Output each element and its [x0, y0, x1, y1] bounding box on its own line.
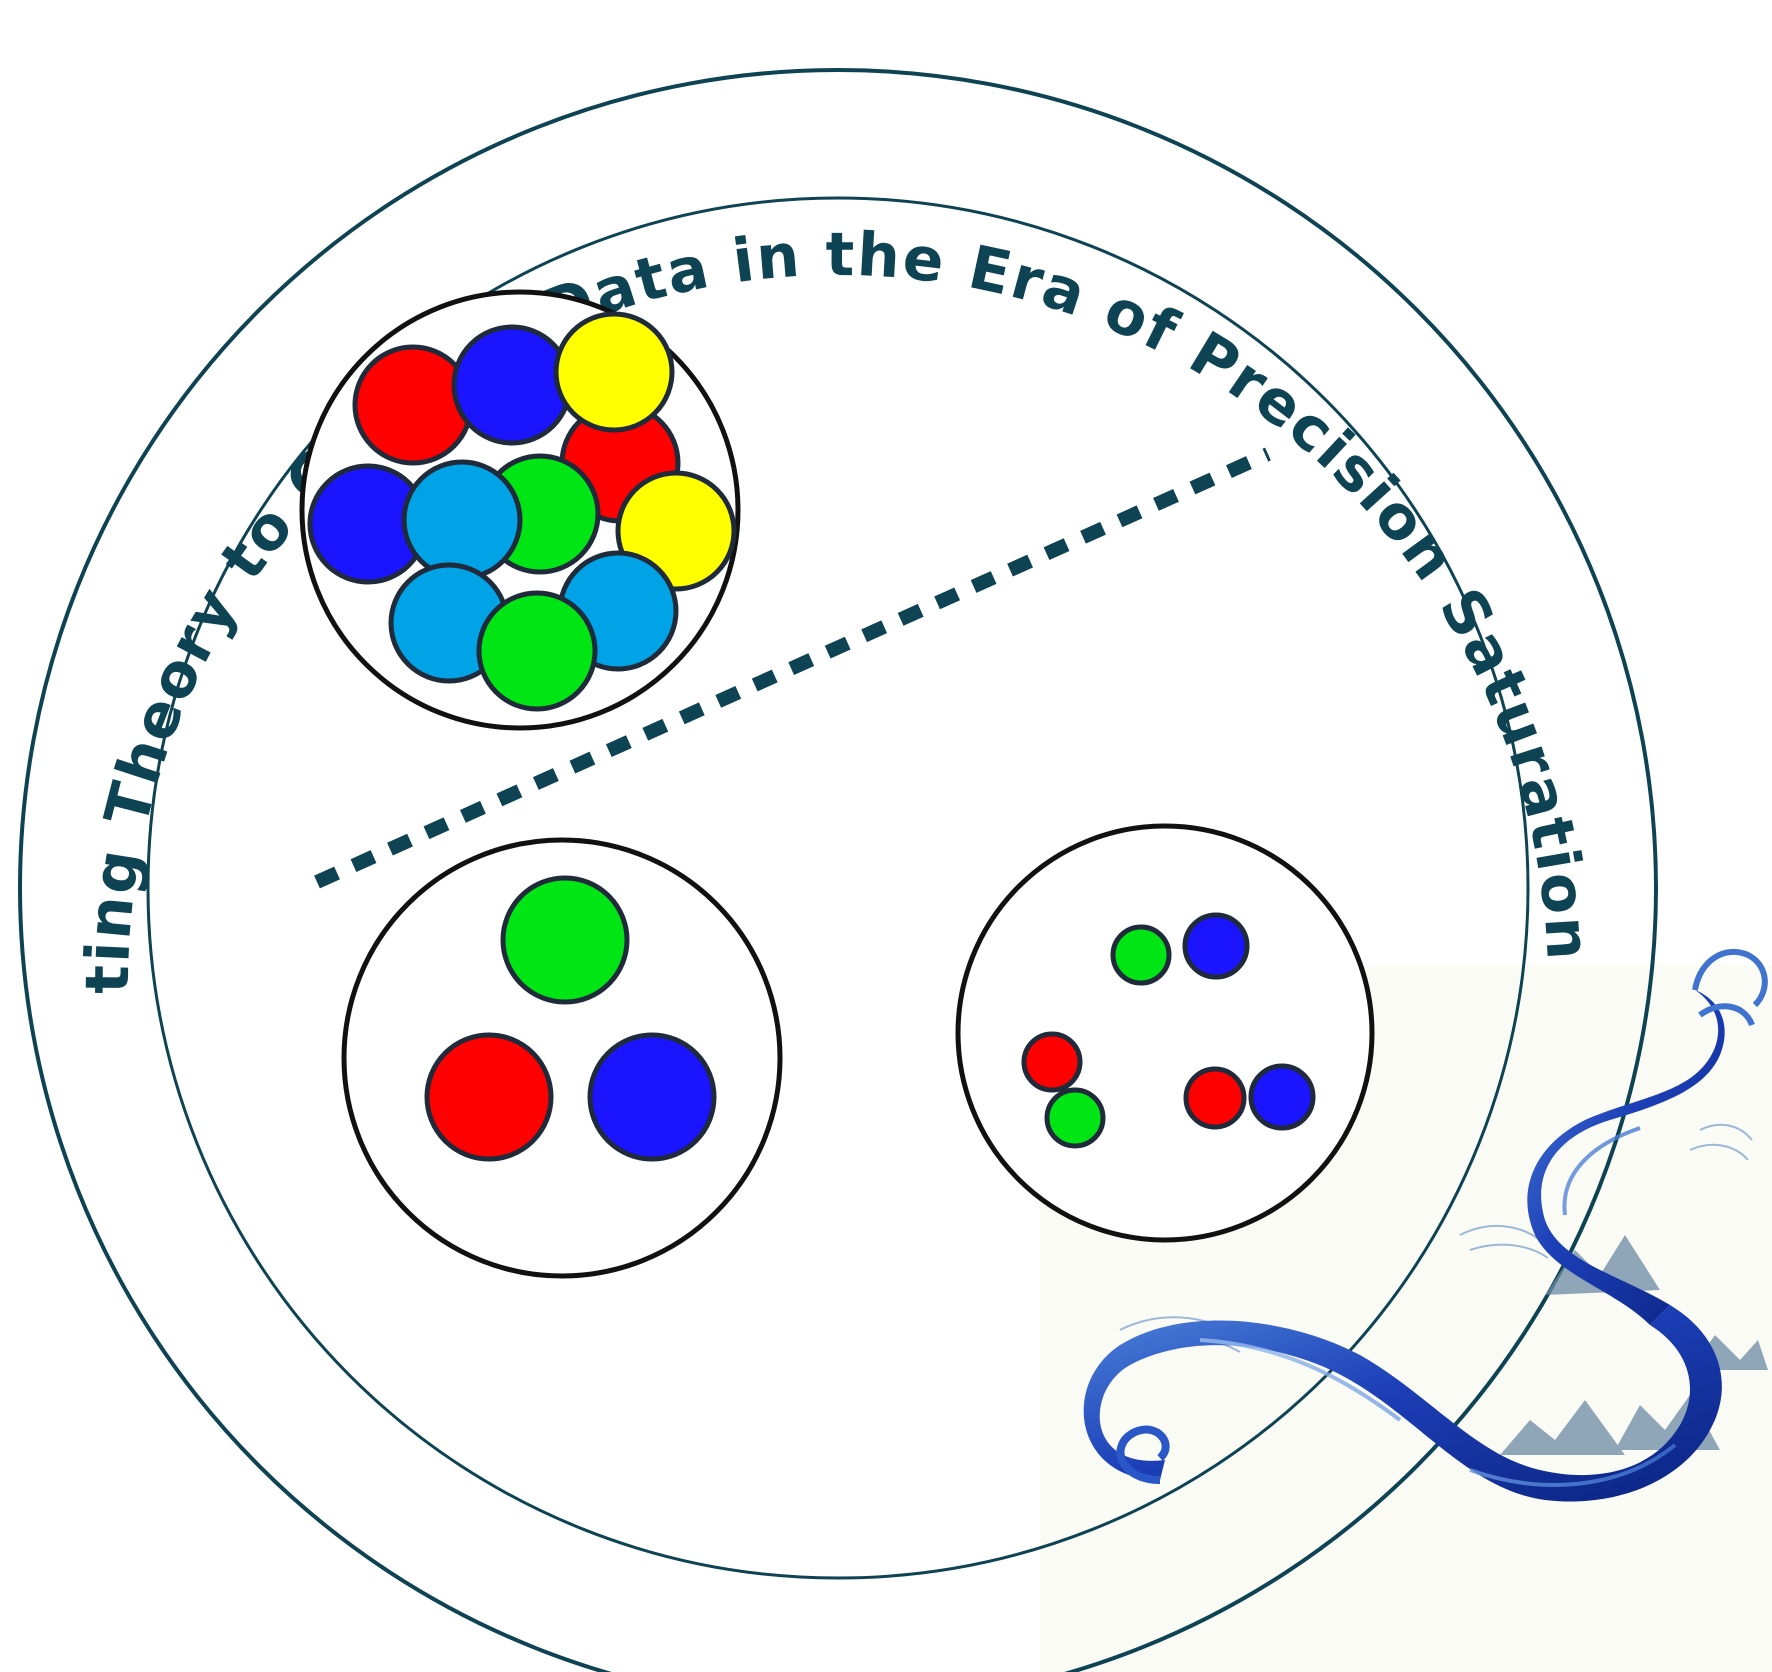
gluon-ball [401, 459, 523, 581]
dotted-divider-icon [314, 447, 1271, 889]
gluon-ball [553, 311, 675, 433]
pair-ball [1021, 1031, 1083, 1093]
pairs-outline [955, 823, 1375, 1243]
wave-curl [1116, 1425, 1170, 1484]
pair-ball [1110, 924, 1172, 986]
gluon-ball [451, 324, 573, 446]
ring-title: Connecting Theory to Collider Data in th… [0, 0, 1601, 994]
quark-green [500, 875, 630, 1005]
pair-ball [1248, 1063, 1316, 1131]
wave-crest [1692, 948, 1768, 1027]
proton-outline [341, 837, 783, 1279]
quark-red [424, 1032, 554, 1162]
gluon-ball [352, 344, 474, 466]
pair-ball [1183, 1066, 1247, 1130]
ring-title-text: Connecting Theory to Collider Data in th… [0, 0, 1601, 994]
wave-letter-s-icon [1083, 948, 1768, 1502]
wave-highlights [1199, 1126, 1677, 1487]
outer-ring [18, 68, 1658, 1672]
gluon-ball [476, 590, 598, 712]
quark-blue [587, 1032, 717, 1162]
mountain-range [1500, 1235, 1768, 1455]
wave-tail [1083, 1305, 1722, 1502]
inner-ring [146, 196, 1530, 1580]
proton-icon [341, 837, 783, 1279]
pair-ball [1182, 912, 1250, 980]
dipole-pairs-icon [955, 823, 1375, 1243]
saturated-nucleus-icon [299, 289, 741, 731]
pair-ball [1044, 1087, 1106, 1149]
